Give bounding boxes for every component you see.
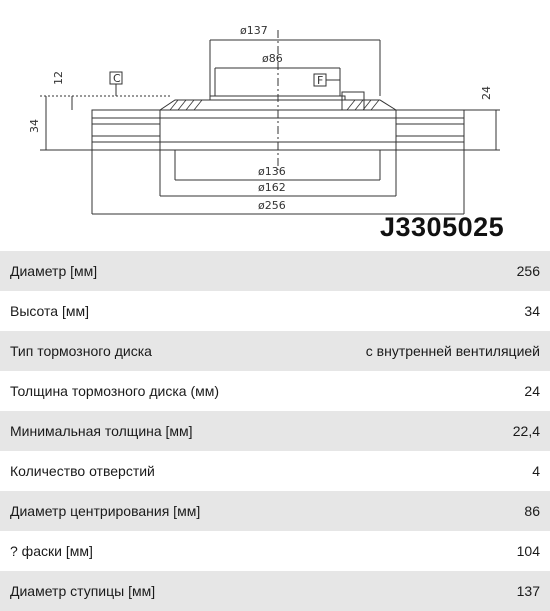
spec-label: Толщина тормозного диска (мм) xyxy=(10,383,220,399)
spec-row: Тип тормозного диска с внутренней вентил… xyxy=(0,331,550,371)
spec-row: Диаметр центрирования [мм] 86 xyxy=(0,491,550,531)
spec-value: 104 xyxy=(516,543,540,559)
brake-disc-section-drawing: ø137 ø86 12 34 24 ø136 ø162 ø256 C F xyxy=(28,24,500,215)
specs-table: Диаметр [мм] 256 Высота [мм] 34 Тип торм… xyxy=(0,251,550,611)
spec-label: Тип тормозного диска xyxy=(10,343,152,359)
spec-row: Диаметр [мм] 256 xyxy=(0,251,550,291)
spec-row: Толщина тормозного диска (мм) 24 xyxy=(0,371,550,411)
dim-mid-diameter: ø162 xyxy=(258,181,286,194)
spec-value: 34 xyxy=(524,303,540,319)
datum-tag-f: F xyxy=(317,74,323,87)
spec-label: Диаметр [мм] xyxy=(10,263,98,279)
spec-row: Диаметр ступицы [мм] 137 xyxy=(0,571,550,611)
spec-row: Минимальная толщина [мм] 22,4 xyxy=(0,411,550,451)
dim-centering-diameter: ø86 xyxy=(262,52,283,65)
datum-tag-c: C xyxy=(113,72,121,85)
dim-thickness: 24 xyxy=(480,86,493,100)
dim-hub-offset: 12 xyxy=(52,71,65,85)
spec-value: 86 xyxy=(524,503,540,519)
spec-row: ? фаски [мм] 104 xyxy=(0,531,550,571)
spec-label: Диаметр ступицы [мм] xyxy=(10,583,156,599)
spec-row: Количество отверстий 4 xyxy=(0,451,550,491)
spec-label: Количество отверстий xyxy=(10,463,155,479)
spec-row: Высота [мм] 34 xyxy=(0,291,550,331)
spec-value: 137 xyxy=(516,583,540,599)
spec-value: 256 xyxy=(516,263,540,279)
spec-value: 4 xyxy=(532,463,540,479)
dim-hub-diameter: ø137 xyxy=(240,24,268,37)
spec-label: Диаметр центрирования [мм] xyxy=(10,503,201,519)
spec-label: Высота [мм] xyxy=(10,303,89,319)
spec-label: ? фаски [мм] xyxy=(10,543,93,559)
dim-outer-diameter: ø256 xyxy=(258,199,286,212)
dim-height: 34 xyxy=(28,119,41,133)
spec-value: 22,4 xyxy=(512,423,540,439)
spec-value: 24 xyxy=(524,383,540,399)
technical-drawing: ø137 ø86 12 34 24 ø136 ø162 ø256 C F J33… xyxy=(0,0,550,251)
spec-label: Минимальная толщина [мм] xyxy=(10,423,193,439)
dim-inner-diameter: ø136 xyxy=(258,165,286,178)
part-number: J3305025 xyxy=(380,212,505,242)
spec-value: с внутренней вентиляцией xyxy=(365,343,540,359)
